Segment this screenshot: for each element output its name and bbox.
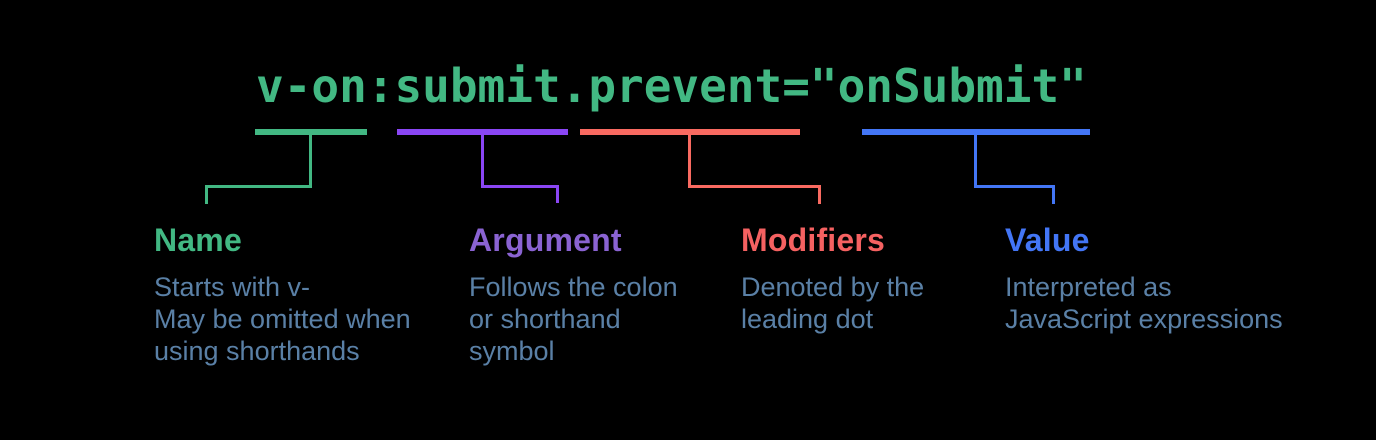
name-connector-tail [205,185,208,204]
argument-connector-stem [481,135,484,188]
modifiers-connector-tail [818,185,821,204]
value-connector-elbow [974,185,1055,188]
argument-description: Follows the colon or shorthand symbol [469,272,678,366]
code-snippet: v-on:submit.prevent="onSubmit" [256,59,1087,113]
modifiers-description: Denoted by the leading dot [741,272,925,334]
modifiers-connector-elbow [688,185,821,188]
value-connector-tail [1052,185,1055,204]
argument-underline-bar [397,129,568,135]
argument-label: Argument [469,222,622,258]
modifiers-underline-bar [580,129,800,135]
value-label: Value [1005,222,1090,258]
modifiers-connector-stem [688,135,691,188]
name-connector-elbow [205,185,312,188]
argument-connector-tail [556,185,559,203]
name-underline-bar [255,129,367,135]
argument-connector-elbow [481,185,559,188]
name-connector-stem [309,135,312,188]
name-label: Name [154,222,242,258]
modifiers-label: Modifiers [741,222,886,258]
name-description: Starts with v- May be omitted when using… [154,272,411,366]
value-description: Interpreted as JavaScript expressions [1005,272,1283,334]
value-underline-bar [862,129,1090,135]
value-connector-stem [974,135,977,188]
